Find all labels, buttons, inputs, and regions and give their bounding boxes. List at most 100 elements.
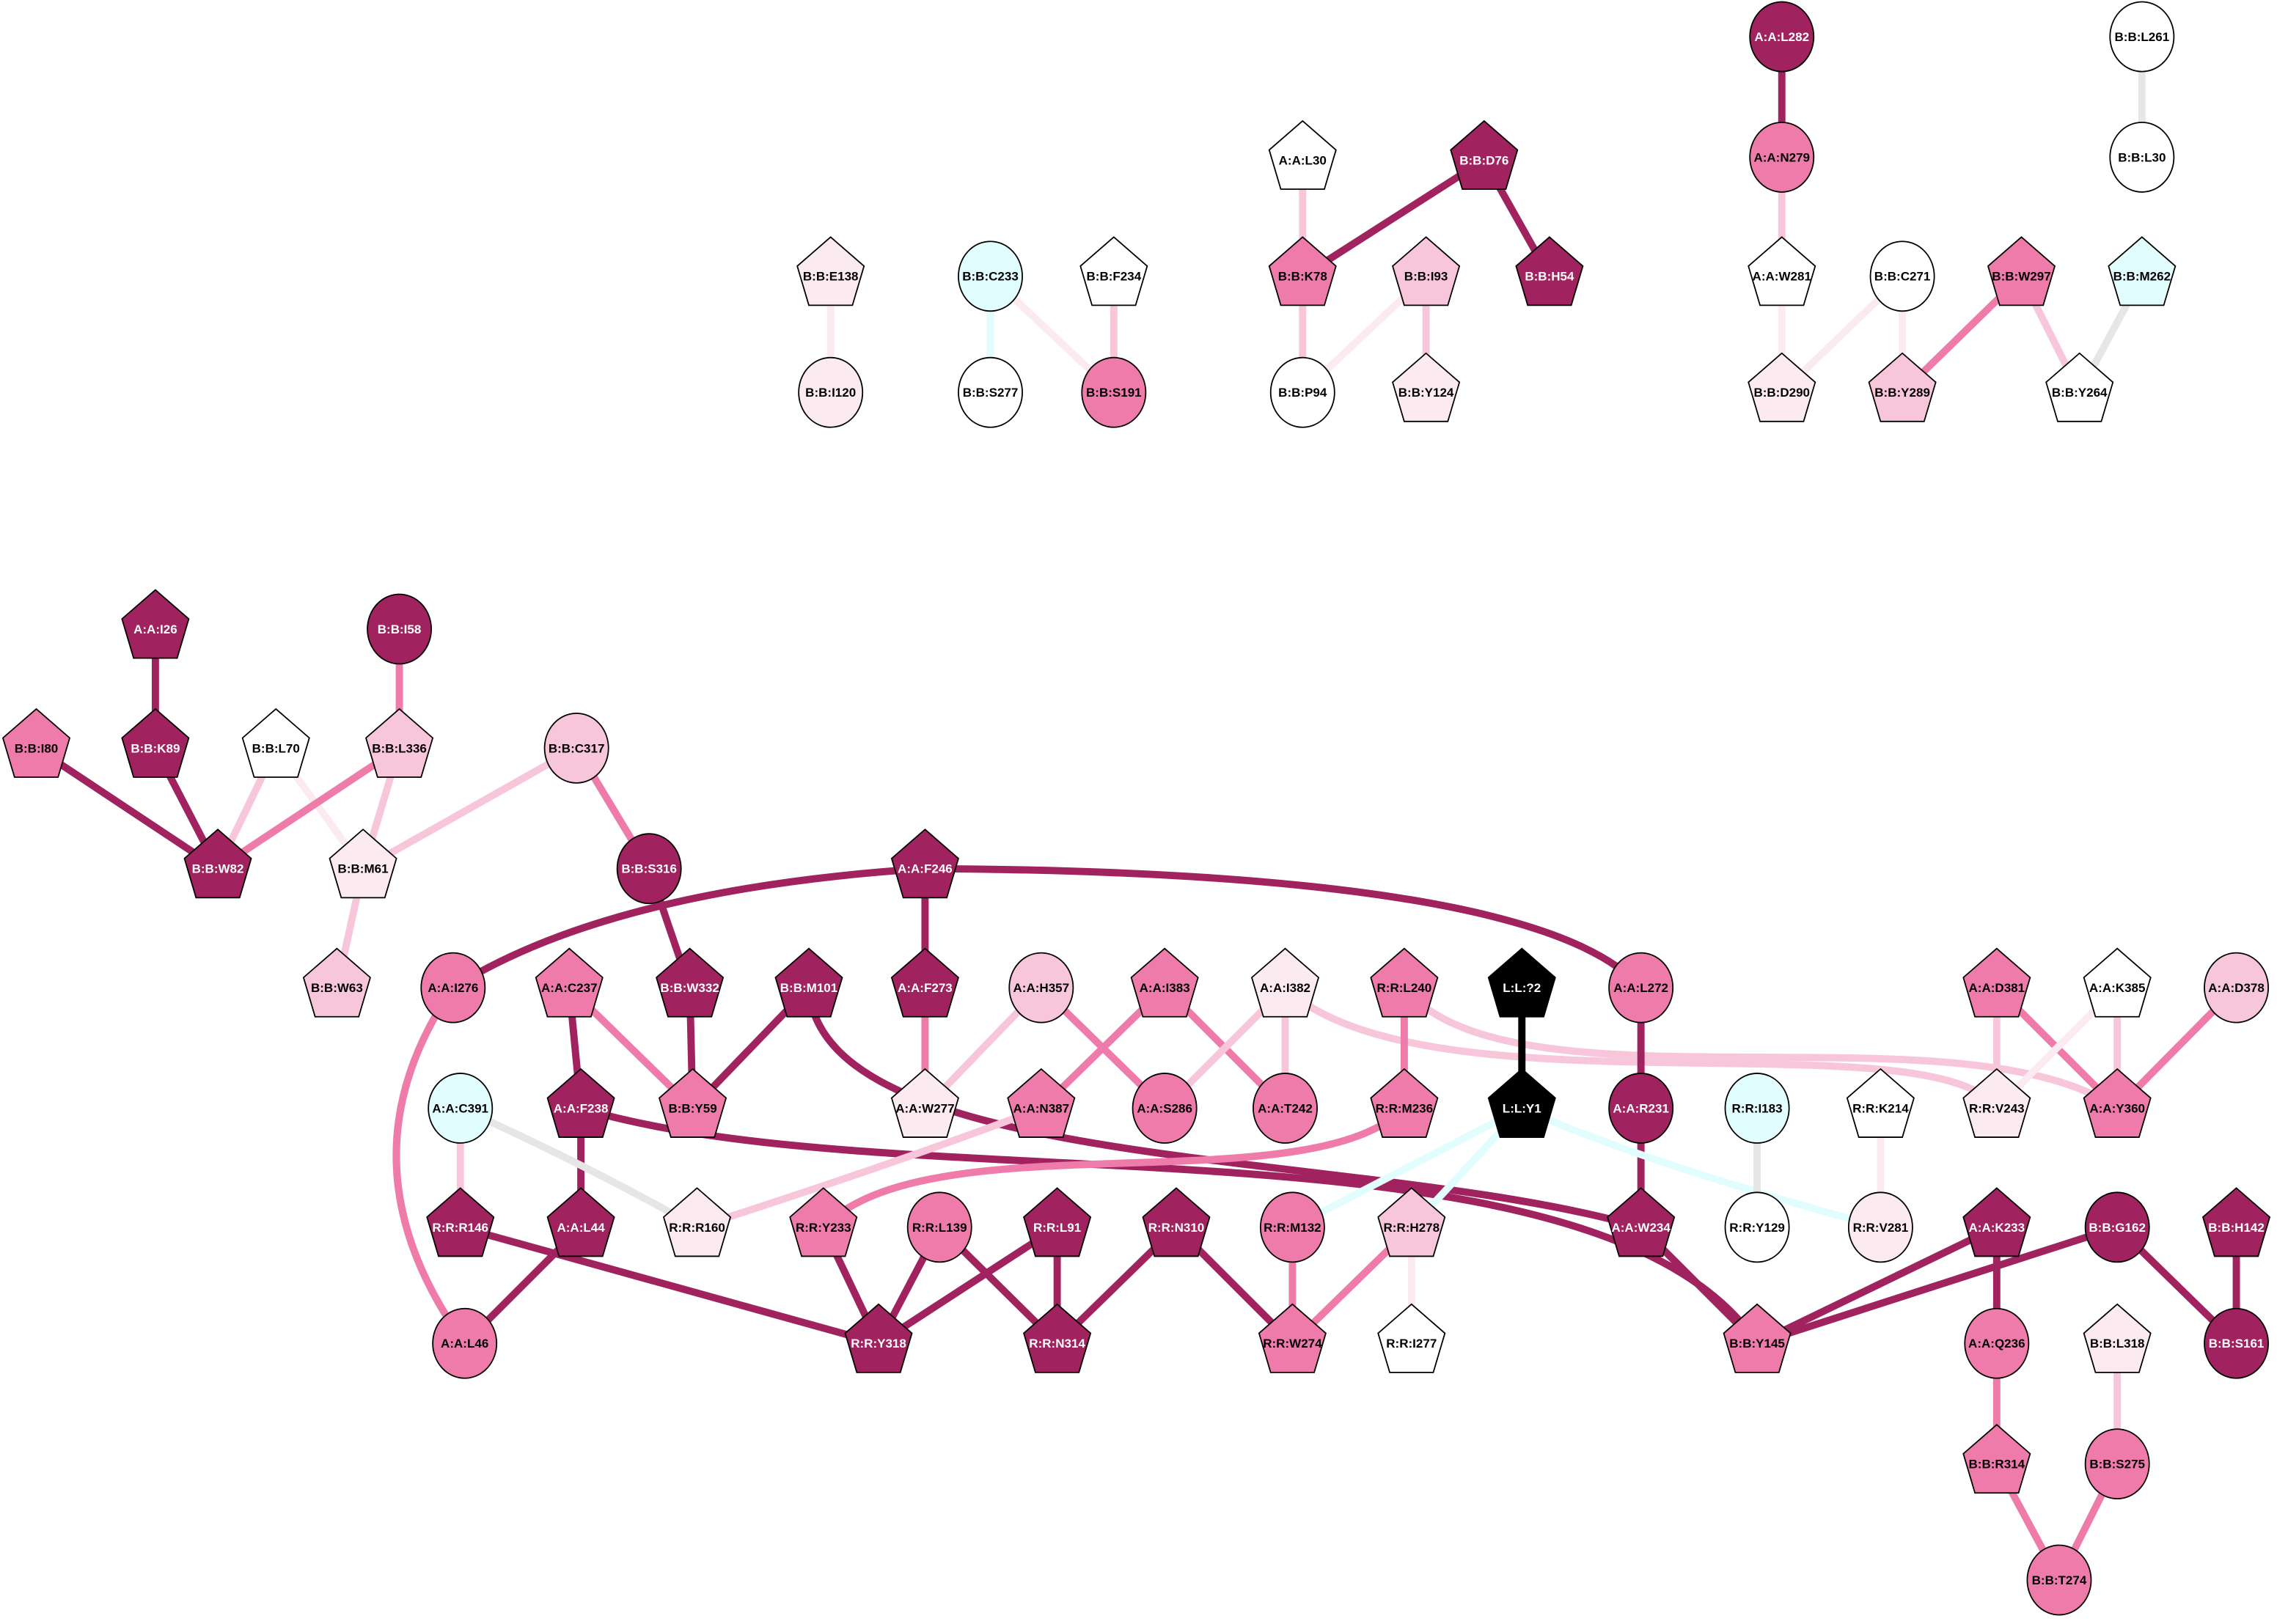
node-R:R:N314[interactable]: R:R:N314 <box>1023 1303 1092 1373</box>
node-R:R:H278[interactable]: R:R:H278 <box>1377 1187 1446 1257</box>
node-B:B:E138[interactable]: B:B:E138 <box>796 236 865 306</box>
node-B:B:M101[interactable]: B:B:M101 <box>774 947 843 1018</box>
node-B:B:F234[interactable]: B:B:F234 <box>1079 236 1148 306</box>
node-B:B:S191[interactable]: B:B:S191 <box>1081 356 1147 428</box>
node-R:R:R146[interactable]: R:R:R146 <box>426 1187 495 1257</box>
node-L:L:Y1[interactable]: L:L:Y1 <box>1487 1068 1556 1138</box>
node-R:R:Y318[interactable]: R:R:Y318 <box>844 1303 913 1373</box>
node-A:A:T242[interactable]: A:A:T242 <box>1253 1073 1318 1144</box>
node-B:B:Y124[interactable]: B:B:Y124 <box>1392 352 1461 422</box>
node-R:R:Y233[interactable]: R:R:Y233 <box>789 1187 858 1257</box>
node-A:A:L44[interactable]: A:A:L44 <box>546 1187 615 1257</box>
node-R:R:I183[interactable]: R:R:I183 <box>1724 1073 1790 1144</box>
node-label: R:R:V281 <box>1853 1221 1909 1235</box>
node-label: R:R:Y233 <box>796 1221 851 1235</box>
node-B:B:M61[interactable]: B:B:M61 <box>329 828 397 899</box>
node-B:B:Y59[interactable]: B:B:Y59 <box>659 1068 727 1138</box>
node-B:B:W332[interactable]: B:B:W332 <box>656 947 725 1018</box>
node-B:B:L336[interactable]: B:B:L336 <box>365 708 434 778</box>
node-A:A:W281[interactable]: A:A:W281 <box>1748 236 1816 306</box>
node-B:B:T274[interactable]: B:B:T274 <box>2026 1544 2092 1616</box>
node-A:A:D381[interactable]: A:A:D381 <box>1962 947 2031 1018</box>
node-R:R:L91[interactable]: R:R:L91 <box>1023 1187 1092 1257</box>
node-A:A:F273[interactable]: A:A:F273 <box>890 947 959 1018</box>
node-A:A:C237[interactable]: A:A:C237 <box>535 947 604 1018</box>
node-B:B:S277[interactable]: B:B:S277 <box>958 356 1023 428</box>
node-R:R:W274[interactable]: R:R:W274 <box>1258 1303 1327 1373</box>
node-A:A:F246[interactable]: A:A:F246 <box>890 828 959 899</box>
node-B:B:W63[interactable]: B:B:W63 <box>302 947 371 1018</box>
node-A:A:I276[interactable]: A:A:I276 <box>420 952 486 1024</box>
node-B:B:M262[interactable]: B:B:M262 <box>2108 236 2177 306</box>
node-A:A:L282[interactable]: A:A:L282 <box>1749 1 1815 73</box>
node-A:A:K233[interactable]: A:A:K233 <box>1962 1187 2031 1257</box>
node-B:B:G162[interactable]: B:B:G162 <box>2084 1191 2150 1263</box>
node-R:R:M236[interactable]: R:R:M236 <box>1370 1068 1439 1138</box>
node-A:A:I382[interactable]: A:A:I382 <box>1250 947 1320 1018</box>
node-A:A:F238[interactable]: A:A:F238 <box>546 1068 615 1138</box>
node-B:B:L261[interactable]: B:B:L261 <box>2109 1 2175 73</box>
node-label: B:B:Y289 <box>1874 386 1930 400</box>
node-B:B:D76[interactable]: B:B:D76 <box>1450 120 1519 190</box>
node-R:R:V281[interactable]: R:R:V281 <box>1847 1191 1913 1263</box>
node-B:B:R314[interactable]: B:B:R314 <box>1962 1423 2031 1494</box>
node-B:B:L318[interactable]: B:B:L318 <box>2083 1303 2152 1373</box>
node-A:A:Y360[interactable]: A:A:Y360 <box>2083 1068 2152 1138</box>
node-B:B:K78[interactable]: B:B:K78 <box>1268 236 1337 306</box>
node-A:A:S286[interactable]: A:A:S286 <box>1132 1073 1198 1144</box>
node-L:L:?2[interactable]: L:L:?2 <box>1487 947 1556 1018</box>
node-A:A:R231[interactable]: A:A:R231 <box>1608 1073 1674 1144</box>
node-B:B:P94[interactable]: B:B:P94 <box>1269 356 1335 428</box>
node-label: R:R:L91 <box>1033 1221 1081 1235</box>
node-B:B:C271[interactable]: B:B:C271 <box>1869 240 1935 312</box>
node-R:R:L139[interactable]: R:R:L139 <box>906 1191 972 1263</box>
node-B:B:S275[interactable]: B:B:S275 <box>2084 1428 2150 1500</box>
node-A:A:I383[interactable]: A:A:I383 <box>1130 947 1199 1018</box>
node-B:B:S161[interactable]: B:B:S161 <box>2204 1307 2270 1379</box>
node-B:B:C233[interactable]: B:B:C233 <box>958 240 1023 312</box>
node-A:A:Q236[interactable]: A:A:Q236 <box>1964 1307 2030 1379</box>
node-R:R:L240[interactable]: R:R:L240 <box>1370 947 1439 1018</box>
node-A:A:N279[interactable]: A:A:N279 <box>1749 121 1815 193</box>
node-B:B:L30[interactable]: B:B:L30 <box>2109 121 2175 193</box>
node-A:A:H357[interactable]: A:A:H357 <box>1008 952 1074 1024</box>
node-A:A:N387[interactable]: A:A:N387 <box>1007 1068 1076 1138</box>
node-R:R:K214[interactable]: R:R:K214 <box>1846 1068 1915 1138</box>
node-B:B:I120[interactable]: B:B:I120 <box>798 356 864 428</box>
node-R:R:V243[interactable]: R:R:V243 <box>1962 1068 2031 1138</box>
node-B:B:I93[interactable]: B:B:I93 <box>1392 236 1461 306</box>
pentagon-node-shape <box>1258 1303 1327 1373</box>
node-B:B:S316[interactable]: B:B:S316 <box>616 833 682 905</box>
node-A:A:C391[interactable]: A:A:C391 <box>428 1073 494 1144</box>
node-A:A:W277[interactable]: A:A:W277 <box>890 1068 959 1138</box>
node-B:B:W297[interactable]: B:B:W297 <box>1987 236 2056 306</box>
node-B:B:C317[interactable]: B:B:C317 <box>543 712 609 784</box>
node-A:A:L272[interactable]: A:A:L272 <box>1608 952 1674 1024</box>
node-B:B:Y145[interactable]: B:B:Y145 <box>1723 1303 1792 1373</box>
node-B:B:I58[interactable]: B:B:I58 <box>367 593 433 665</box>
node-B:B:H54[interactable]: B:B:H54 <box>1515 236 1584 306</box>
node-B:B:I80[interactable]: B:B:I80 <box>1 708 71 778</box>
node-R:R:R160[interactable]: R:R:R160 <box>662 1187 732 1257</box>
node-R:R:Y129[interactable]: R:R:Y129 <box>1724 1191 1790 1263</box>
node-B:B:K89[interactable]: B:B:K89 <box>121 708 190 778</box>
node-A:A:L46[interactable]: A:A:L46 <box>432 1307 498 1379</box>
node-A:A:K385[interactable]: A:A:K385 <box>2083 947 2152 1018</box>
node-B:B:Y264[interactable]: B:B:Y264 <box>2045 352 2114 422</box>
node-B:B:D290[interactable]: B:B:D290 <box>1748 352 1816 422</box>
node-A:A:W234[interactable]: A:A:W234 <box>1607 1187 1676 1257</box>
pentagon-node-shape <box>1962 947 2031 1018</box>
node-B:B:Y289[interactable]: B:B:Y289 <box>1868 352 1937 422</box>
node-R:R:M132[interactable]: R:R:M132 <box>1259 1191 1325 1263</box>
node-R:R:N310[interactable]: R:R:N310 <box>1142 1187 1211 1257</box>
node-label: B:B:Y145 <box>1729 1337 1785 1351</box>
node-A:A:I26[interactable]: A:A:I26 <box>121 589 190 659</box>
node-label: R:R:R146 <box>432 1221 488 1235</box>
node-A:A:L30[interactable]: A:A:L30 <box>1268 120 1337 190</box>
edge-R:R:L91-R:R:Y318 <box>876 1224 1060 1347</box>
node-R:R:I277[interactable]: R:R:I277 <box>1377 1303 1446 1373</box>
node-A:A:D378[interactable]: A:A:D378 <box>2204 952 2270 1024</box>
node-B:B:H142[interactable]: B:B:H142 <box>2201 1187 2271 1257</box>
node-B:B:L70[interactable]: B:B:L70 <box>241 708 310 778</box>
node-B:B:W82[interactable]: B:B:W82 <box>183 828 252 899</box>
